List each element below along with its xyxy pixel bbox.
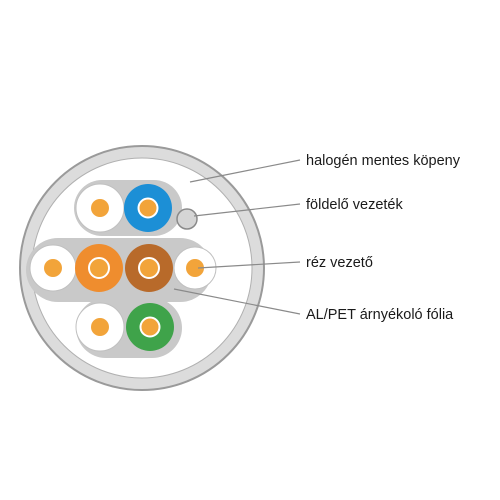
pair-bottom	[75, 298, 182, 358]
conductor-core	[186, 259, 204, 277]
conductor-core	[88, 257, 110, 279]
conductor-core	[44, 259, 62, 277]
label-ground-wire: földelő vezeték	[306, 197, 403, 213]
label-copper-conductor: réz vezető	[306, 255, 373, 271]
ground-wire	[176, 208, 198, 230]
leader-line-copper	[197, 261, 301, 269]
label-foil: AL/PET árnyékoló fólia	[306, 307, 454, 323]
conductor-core	[138, 257, 160, 279]
conductor-core	[139, 316, 161, 338]
conductor-core	[137, 197, 159, 219]
conductor-core	[91, 199, 109, 217]
conductor-core	[91, 318, 109, 336]
pair-top	[74, 180, 182, 236]
leader-line-foil	[173, 288, 301, 315]
label-jacket: halogén mentes köpeny	[306, 153, 461, 169]
leader-line-ground-wire	[193, 203, 301, 217]
leader-line-jacket	[189, 159, 301, 183]
